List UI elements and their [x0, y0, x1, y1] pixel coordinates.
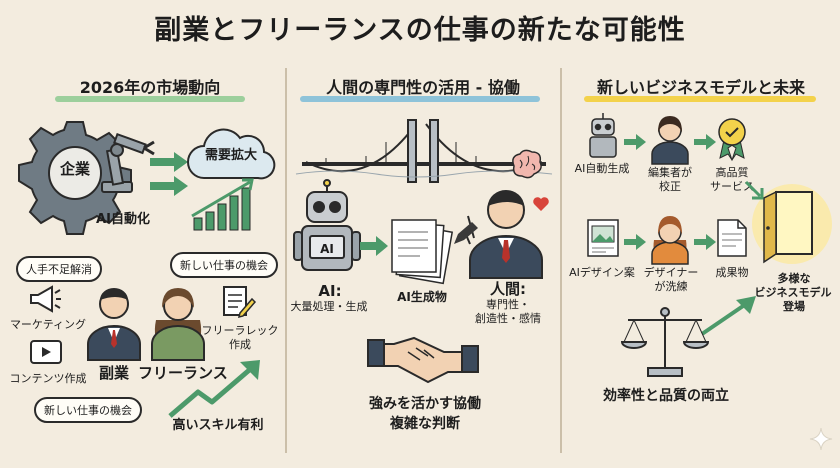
deliverable-label: 成果物 [715, 266, 749, 279]
rising-arrow-icon [168, 360, 260, 418]
heading-underline [55, 96, 245, 102]
ai-output-label: AI生成物 [397, 290, 447, 304]
freelance-person-icon [151, 288, 205, 361]
megaphone-icon [30, 285, 61, 313]
arrow-icon [694, 234, 716, 250]
deliverable-document-icon [717, 219, 747, 257]
page-title: 副業とフリーランスの仕事の新たな可能性 [154, 15, 686, 46]
demand-label: 需要拡大 [204, 148, 257, 163]
content-label: コンテンツ作成 [9, 372, 87, 385]
speech-bubble-labor: 人手不足解消 [16, 256, 102, 282]
arrow-icon [744, 180, 764, 200]
arrow-icon [624, 134, 646, 150]
collab-label-1: 強みを活かす協働 [369, 396, 481, 412]
pen-icon [454, 222, 478, 244]
ai-role-label: AI: [318, 282, 342, 300]
video-screen-icon [30, 340, 62, 364]
arrow-icon [150, 152, 188, 196]
panel-heading-market: 2026年の市場動向 [79, 78, 221, 97]
panel-divider-right [560, 68, 562, 453]
balance-scale-icon [620, 307, 710, 377]
marketing-label: マーケティング [9, 318, 87, 331]
heading-underline [300, 96, 540, 102]
ai-output-papers-icon [391, 219, 454, 285]
human-expert-icon [463, 190, 543, 279]
editor-person-icon [651, 116, 689, 165]
diverse-label-2: ビジネスモデル [754, 286, 832, 299]
editor-label-1: 編集者が [648, 166, 692, 179]
brain-icon [512, 149, 542, 179]
cloud-icon [187, 128, 276, 180]
panel-heading-expertise: 人間の専門性の活用 - 協働 [326, 78, 520, 97]
panel-divider-left [285, 68, 287, 453]
robot-small-icon [589, 113, 617, 158]
heading-underline [584, 96, 816, 102]
ai-role-desc: 大量処理・生成 [290, 300, 368, 313]
ai-auto-gen-label: AI自動生成 [574, 162, 630, 175]
diverse-label-3: 登場 [783, 300, 805, 313]
ai-automation-label: AI自動化 [96, 212, 150, 227]
human-role-desc-1: 専門性・ [486, 298, 530, 311]
designer-label-1: デザイナー [643, 266, 699, 279]
document-pencil-icon [223, 286, 257, 319]
robot-arm-icon [101, 132, 155, 193]
ai-badge-label: AI [320, 242, 334, 256]
freelance-letter-label-2: 作成 [229, 338, 251, 351]
arrow-icon [624, 234, 646, 250]
side-job-person-icon [87, 288, 141, 361]
ai-design-image-icon [587, 219, 619, 257]
sparkle-icon [809, 427, 833, 451]
handshake-icon [367, 336, 479, 384]
arrow-icon [360, 236, 388, 256]
quality-label-1: 高品質 [715, 166, 749, 179]
speech-bubble-new-work-top: 新しい仕事の機会 [170, 252, 278, 278]
growth-bars-icon [191, 178, 254, 231]
human-role-desc-2: 創造性・感情 [475, 312, 541, 325]
quality-medal-icon [718, 118, 746, 162]
freelance-letter-label-1: フリーラレック [201, 324, 279, 337]
editor-label-2: 校正 [659, 180, 681, 193]
arrow-icon [694, 134, 716, 150]
robot-icon [293, 179, 361, 271]
designer-person-icon [651, 216, 689, 265]
panel-heading-business: 新しいビジネスモデルと未来 [596, 78, 805, 97]
quality-label-2: サービス [710, 180, 754, 193]
speech-bubble-new-work-bottom: 新しい仕事の機会 [34, 397, 142, 423]
heart-icon [533, 197, 549, 211]
freelance-label: フリーランス [138, 364, 228, 382]
human-role-label: 人間: [490, 280, 526, 298]
bridge-icon [295, 119, 553, 183]
arrow-icon [700, 296, 756, 336]
collab-label-2: 複雑な判断 [390, 416, 460, 432]
high-skill-label: 高いスキル有利 [172, 418, 264, 433]
glowing-door-icon [752, 184, 832, 264]
designer-label-2: が洗練 [654, 280, 688, 293]
diverse-label-1: 多様な [777, 272, 811, 285]
gear-icon [18, 121, 132, 235]
company-label: 企業 [59, 160, 90, 178]
balance-label: 効率性と品質の両立 [603, 388, 729, 404]
ai-design-label: AIデザイン案 [569, 266, 635, 279]
side-job-label: 副業 [98, 364, 129, 382]
